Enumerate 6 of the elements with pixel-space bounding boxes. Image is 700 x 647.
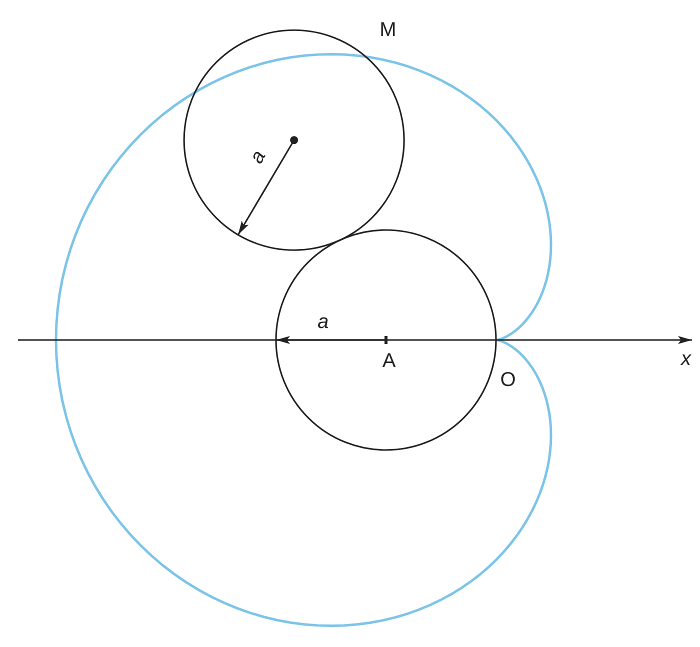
axis-label: x [681,349,691,369]
radius-label: a [246,147,270,167]
point-label: M [380,20,396,40]
point-label: A [382,351,396,371]
radius-label: a [317,312,329,332]
point-label: O [500,370,516,390]
